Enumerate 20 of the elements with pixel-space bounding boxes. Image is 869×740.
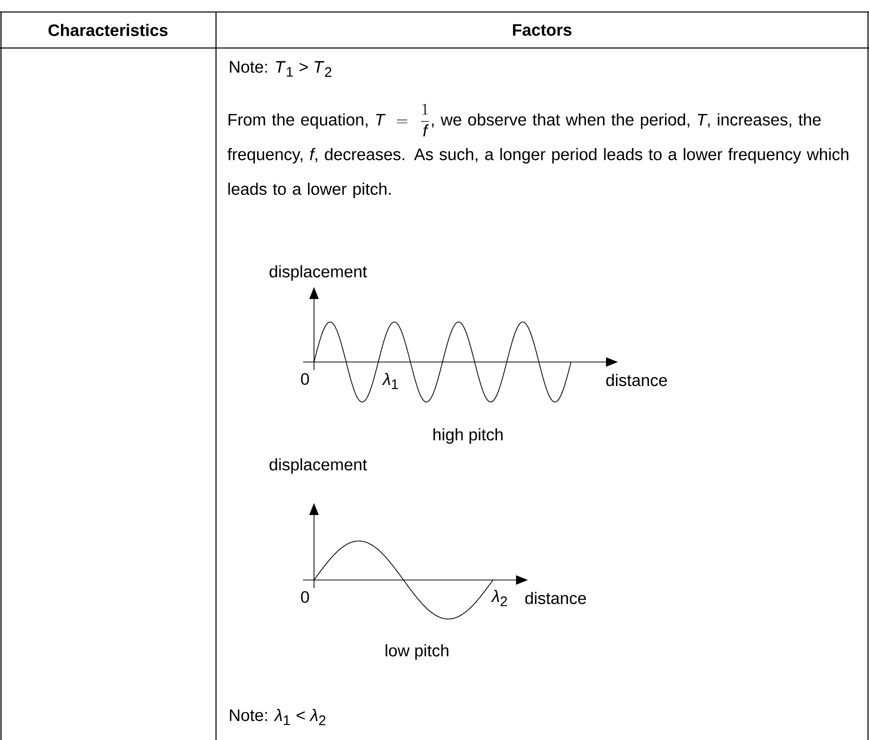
graph-caption: high pitch — [433, 428, 503, 444]
note-text: Note: λ$_{1}$ < λ$_{2}$ — [230, 708, 326, 726]
wavelength-label: λ$_{2}$ — [490, 590, 507, 606]
label: , we observe that when the period, T, increases, the — [432, 113, 821, 129]
label: leads to a lower pitch. — [228, 182, 391, 198]
column-header: Factors — [513, 24, 572, 36]
label: frequency, f, decreases. As such, a longer period leads to a lower frequency which — [228, 148, 848, 164]
graph-caption: low pitch — [386, 644, 448, 660]
label: $T = \frac{1}{f}$ — [376, 104, 429, 136]
axis-label: displacement — [270, 265, 367, 281]
axis-label: 0 — [301, 591, 309, 603]
label: From the equation, — [228, 113, 368, 129]
axis-label: distance — [606, 374, 667, 386]
column-header: Characteristics — [48, 24, 168, 36]
axis-label: 0 — [301, 373, 309, 385]
axis-label: displacement — [270, 458, 367, 474]
wavelength-label: λ$_{1}$ — [382, 372, 398, 390]
axis-label: distance — [525, 592, 586, 604]
note-text: Note: T$_{1}$ > T$_{2}$ — [230, 61, 332, 77]
paragraph: From the equation, $T = \frac{1}{f}$ , we observe that when the period, T, increases, the frequency, f, decreases. As such, a longer period leads to a lower frequency which leads to a lower pitch. — [228, 104, 848, 198]
